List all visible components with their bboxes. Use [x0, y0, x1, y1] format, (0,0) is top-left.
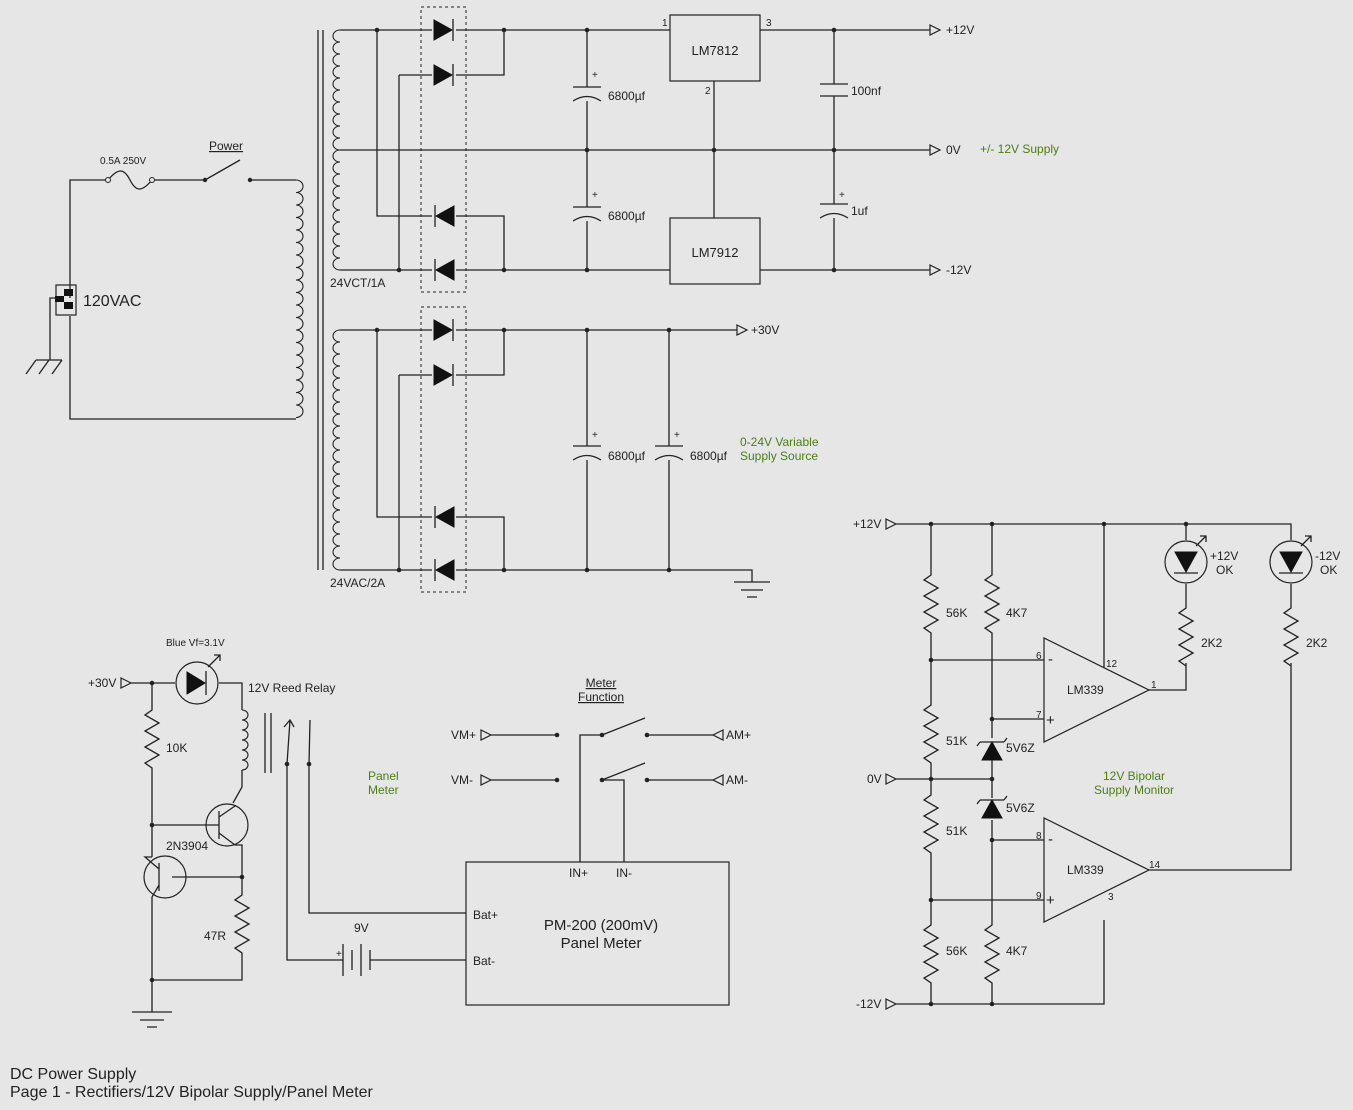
svg-text:-: -: [1048, 651, 1053, 668]
svg-text:OK: OK: [1216, 563, 1233, 577]
svg-text:+: +: [592, 430, 598, 441]
transformer-top-label: 24VCT/1A: [330, 276, 385, 290]
pm-meter-name-line1: PM-200 (200mV): [544, 917, 658, 934]
pm-note-line1: Panel: [368, 769, 399, 783]
svg-text:51K: 51K: [946, 734, 967, 748]
svg-text:LM339: LM339: [1067, 863, 1104, 877]
pm-pin-bat-plus: Bat+: [473, 908, 498, 922]
caption-subtitle: Page 1 - Rectifiers/12V Bipolar Supply/P…: [10, 1084, 373, 1101]
panel-meter-section: +30V Blue Vf=3.1V 12V Reed Relay 10K 2N3…: [88, 638, 751, 1028]
svg-text:+: +: [674, 430, 680, 441]
pm-vm-plus: VM+: [451, 728, 476, 742]
svg-text:56K: 56K: [946, 944, 967, 958]
pm-led-label: Blue Vf=3.1V: [166, 638, 225, 649]
svg-text:1: 1: [1151, 680, 1157, 691]
reg-pos-label: LM7812: [692, 43, 739, 58]
svg-text:+: +: [336, 949, 342, 960]
svg-text:+: +: [839, 190, 845, 201]
reg-neg-label: LM7912: [692, 245, 739, 260]
out-zero-label: 0V: [946, 143, 961, 157]
mon-rail-zero: 0V: [867, 772, 882, 786]
supply-monitor: +12V 0V -12V 56K 51K 51K 56K 4K7 4K7 5V6…: [853, 517, 1340, 1011]
pm-pin-bat-minus: Bat-: [473, 954, 495, 968]
svg-text:4K7: 4K7: [1006, 944, 1028, 958]
pm-battery-label: 9V: [354, 921, 369, 935]
mon-rail-pos: +12V: [853, 517, 881, 531]
pm-pin-in-plus: IN+: [569, 866, 588, 880]
pm-vm-minus: VM-: [451, 773, 473, 787]
var-note-line2: Supply Source: [740, 449, 818, 463]
svg-text:LM339: LM339: [1067, 683, 1104, 697]
transformer-bottom-label: 24VAC/2A: [330, 576, 385, 590]
pm-transistor-label: 2N3904: [166, 839, 208, 853]
pm-am-minus: AM-: [726, 773, 748, 787]
svg-text:8: 8: [1036, 831, 1042, 842]
var-note-line1: 0-24V Variable: [740, 435, 819, 449]
svg-text:1: 1: [662, 18, 668, 29]
svg-text:56K: 56K: [946, 606, 967, 620]
svg-text:2K2: 2K2: [1306, 636, 1328, 650]
mains-label: 120VAC: [83, 293, 141, 310]
mains-input: 0.5A 250V Power 120VAC: [25, 139, 296, 420]
caption-title: DC Power Supply: [10, 1066, 137, 1083]
svg-text:6: 6: [1036, 651, 1042, 662]
svg-text:14: 14: [1149, 860, 1161, 871]
pm-r47-label: 47R: [204, 929, 226, 943]
cap-bottom-label: 6800µf: [608, 209, 646, 223]
out-pos-label: +12V: [946, 23, 974, 37]
var-out-label: +30V: [751, 323, 779, 337]
bipolar-supply: + + 6800µf 6800µf LM7812 LM7912 1 3 2 + 1…: [340, 6, 1059, 293]
svg-text:+: +: [592, 70, 598, 81]
pm-function-line1: Meter: [586, 676, 617, 690]
pm-meter-name-line2: Panel Meter: [561, 935, 642, 952]
svg-text:+: +: [1046, 712, 1055, 729]
svg-text:+: +: [1046, 892, 1055, 909]
svg-text:+: +: [592, 190, 598, 201]
fuse-label: 0.5A 250V: [100, 156, 146, 167]
power-switch-label: Power: [209, 139, 243, 153]
svg-text:9: 9: [1036, 891, 1042, 902]
pm-in-label: +30V: [88, 676, 116, 690]
variable-supply: + + 6800µf 6800µf +30V 0-24V Variable Sup…: [340, 306, 819, 598]
svg-text:12: 12: [1106, 659, 1118, 670]
var-cap-1-label: 6800µf: [608, 449, 646, 463]
cap-100nf-label: 100nf: [851, 84, 882, 98]
svg-text:12V Bipolar: 12V Bipolar: [1103, 769, 1165, 783]
var-cap-2-label: 6800µf: [690, 449, 728, 463]
svg-text:51K: 51K: [946, 824, 967, 838]
svg-text:+12V: +12V: [1210, 549, 1238, 563]
pm-pin-in-minus: IN-: [616, 866, 632, 880]
svg-text:2: 2: [705, 86, 711, 97]
mon-rail-neg: -12V: [856, 997, 881, 1011]
pm-r10k-label: 10K: [166, 741, 187, 755]
svg-text:5V6Z: 5V6Z: [1006, 741, 1035, 755]
cap-top-label: 6800µf: [608, 89, 646, 103]
pm-am-plus: AM+: [726, 728, 751, 742]
pm-function-line2: Function: [578, 690, 624, 704]
pm-note-line2: Meter: [368, 783, 399, 797]
svg-text:-: -: [1048, 831, 1053, 848]
svg-text:3: 3: [766, 18, 772, 29]
svg-text:OK: OK: [1320, 563, 1337, 577]
svg-text:5V6Z: 5V6Z: [1006, 801, 1035, 815]
out-neg-label: -12V: [946, 263, 971, 277]
svg-text:2K2: 2K2: [1201, 636, 1223, 650]
cap-1uf-label: 1uf: [851, 204, 868, 218]
svg-text:7: 7: [1036, 710, 1042, 721]
transformer: 24VCT/1A 24VAC/2A: [295, 29, 385, 590]
bipolar-note: +/- 12V Supply: [980, 142, 1059, 156]
svg-text:-12V: -12V: [1315, 549, 1340, 563]
svg-text:4K7: 4K7: [1006, 606, 1028, 620]
svg-text:Supply Monitor: Supply Monitor: [1094, 783, 1174, 797]
svg-text:3: 3: [1108, 892, 1114, 903]
pm-relay-label: 12V Reed Relay: [248, 681, 335, 695]
